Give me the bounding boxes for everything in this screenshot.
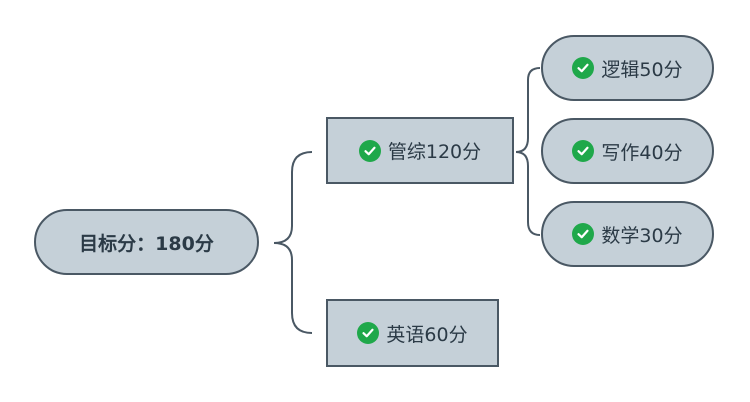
- root-node-label: 目标分：180分: [79, 232, 214, 255]
- child-node-math[interactable]: 数学30分: [541, 201, 714, 267]
- branch-node-english[interactable]: 英语60分: [326, 299, 499, 367]
- branch-node-label: 英语60分: [386, 323, 468, 346]
- child-node-writing[interactable]: 写作40分: [541, 118, 714, 184]
- check-circle-icon: [357, 322, 380, 344]
- branch-node-label: 管综120分: [387, 141, 482, 163]
- check-circle-icon: [572, 57, 595, 79]
- check-circle-icon: [572, 223, 595, 245]
- branch-node-guanzong[interactable]: 管综120分: [326, 117, 514, 184]
- connector-branch-children: [515, 67, 541, 236]
- child-node-label: 逻辑50分: [601, 58, 683, 81]
- connector-root-branches: [273, 151, 313, 334]
- child-node-label: 写作40分: [601, 141, 683, 164]
- child-node-logic[interactable]: 逻辑50分: [541, 35, 714, 101]
- root-node[interactable]: 目标分：180分: [34, 209, 259, 275]
- check-circle-icon: [358, 139, 381, 162]
- child-node-label: 数学30分: [601, 224, 683, 247]
- check-circle-icon: [572, 140, 595, 162]
